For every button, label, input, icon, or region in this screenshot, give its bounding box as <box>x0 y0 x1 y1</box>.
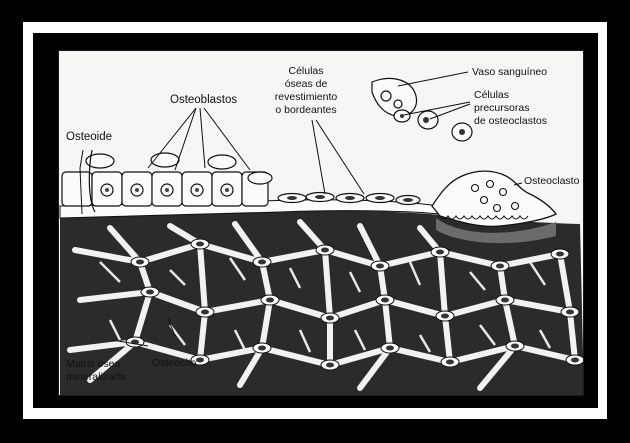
label-celulas-line3: revestimiento <box>275 91 338 103</box>
label-osteocito: Osteocito <box>152 357 197 369</box>
label-osteoclasto: Osteoclasto <box>524 175 580 187</box>
label-precursoras-line1: Células <box>474 89 509 101</box>
label-celulas-line2: óseas de <box>285 78 328 90</box>
label-osteoide: Osteoide <box>66 131 112 143</box>
label-vaso-sanguineo: Vaso sanguíneo <box>472 66 547 78</box>
label-celulas-line1: Células <box>288 65 323 77</box>
label-precursoras-line3: de osteoclastos <box>474 115 547 127</box>
osteoblasts <box>62 153 272 206</box>
blood-vessel <box>372 78 416 116</box>
label-precursoras-line2: precursoras <box>474 102 529 114</box>
label-matriz-line1: Matriz ósea <box>66 358 120 370</box>
label-matriz-line2: mineralizada <box>66 371 126 383</box>
label-osteoblastos: Osteoblastos <box>170 94 237 106</box>
label-celulas-line4: o bordeantes <box>275 104 336 116</box>
